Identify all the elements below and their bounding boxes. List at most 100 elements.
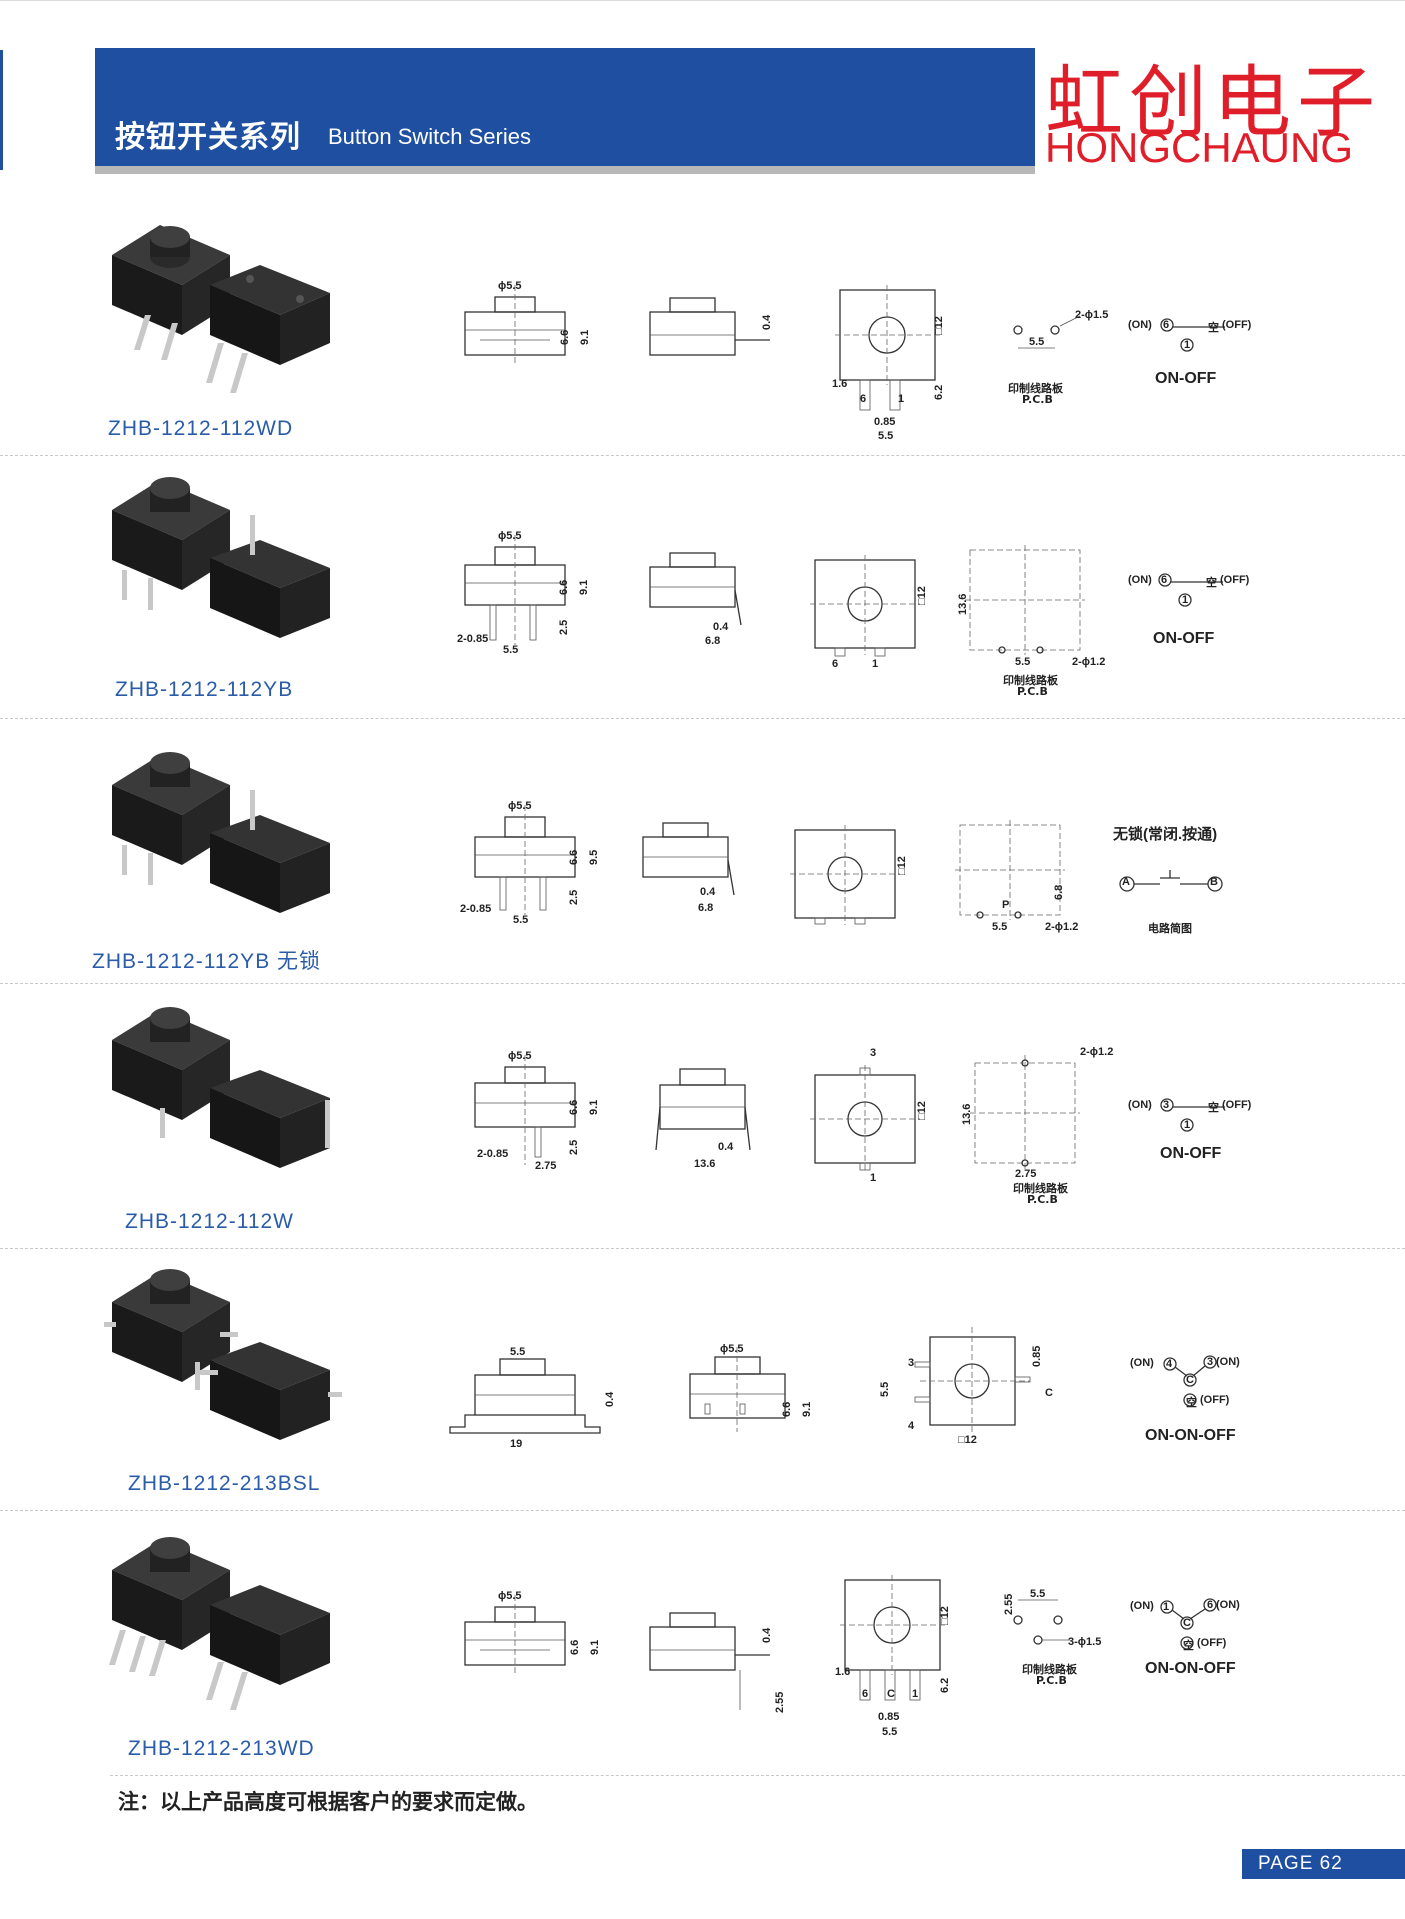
top-view-drawing: □12 <box>810 555 928 657</box>
front-view-drawing: 5.5 0.4 19 <box>449 1346 616 1450</box>
switch-schematic <box>1160 318 1225 352</box>
pin-label: 3 <box>908 1357 915 1369</box>
dim-t2: 0.85 <box>1031 1346 1043 1367</box>
pcb-label-cn: 印制线路板 <box>1003 674 1058 687</box>
switch-schematic <box>1158 573 1223 607</box>
pin-label: 6 <box>862 1688 869 1700</box>
pcb-layout-drawing: 13.6 5.5 2-ϕ1.2 <box>957 545 1105 668</box>
side-view-drawing: 0.4 6.8 <box>642 822 735 914</box>
header-banner <box>95 48 1035 166</box>
front-view-drawing: ϕ5.5 6.6 9.1 2.5 2-0.85 5.5 <box>457 530 590 656</box>
pcb-layout-drawing: 2-ϕ1.2 13.6 2.75 <box>961 1046 1113 1180</box>
row-separator <box>0 718 1405 719</box>
dim-p1: 2.75 <box>535 1160 556 1172</box>
top-view-drawing: □12 <box>790 825 908 925</box>
product-row-1: ZHB-1212-112WD ϕ5.5 6.6 9.1 0.4 □12 1.6 … <box>0 215 1405 455</box>
pin-label: 1 <box>872 658 879 670</box>
product-photo <box>109 1537 330 1710</box>
circuit-type: ON-OFF <box>1155 370 1217 387</box>
row-separator <box>0 1510 1405 1511</box>
circuit-type: ON-ON-OFF <box>1145 1660 1236 1677</box>
dim-thickness: 0.4 <box>700 886 716 898</box>
pcb-layout-drawing: 2-ϕ1.5 5.5 <box>1013 309 1108 349</box>
brand-logo-cn: 虹创电子 <box>1045 58 1382 148</box>
top-view-drawing: □12 1.6 6.2 0.85 5.5 <box>832 285 945 442</box>
on-label: (ON) <box>1130 1600 1154 1612</box>
pcb-label-en: P.C.B <box>1022 393 1053 406</box>
dim-diameter: ϕ5.5 <box>498 530 522 542</box>
pcb-holes: 3-ϕ1.5 <box>1068 1636 1101 1648</box>
dim-diameter: ϕ5.5 <box>498 280 522 292</box>
empty-label: 空 <box>1183 1640 1194 1652</box>
row-separator <box>0 983 1405 984</box>
dim-h1: 6.6 <box>568 1100 580 1115</box>
pin-label: 4 <box>1166 1358 1173 1370</box>
pin-label: 1 <box>870 1172 877 1184</box>
header-banner-shadow <box>95 166 1035 174</box>
pcb-point: P <box>1002 899 1009 911</box>
pin-label: 3 <box>1163 1099 1170 1111</box>
pcb-label-en: P.C.B <box>1027 1193 1058 1206</box>
pin-label: 1 <box>1163 1601 1170 1613</box>
pcb-label-en: P.C.B <box>1036 1674 1067 1687</box>
dim-p1: 5.5 <box>503 644 518 656</box>
pin-label: 6 <box>832 658 839 670</box>
front-view-drawing: ϕ5.5 6.6 9.5 2.5 2-0.85 5.5 <box>460 800 600 926</box>
pin-label: 4 <box>908 1420 915 1432</box>
dim-p4: 5.5 <box>882 1726 897 1738</box>
top-rule <box>0 0 1405 1</box>
dim-width: □12 <box>958 1434 977 1446</box>
pcb-pitch: 2.75 <box>1015 1168 1036 1180</box>
empty-label: 空 <box>1208 1102 1219 1114</box>
row-separator <box>110 1775 1405 1776</box>
product-row-5: ZHB-1212-213BSL 5.5 0.4 19 ϕ5.5 6.6 9.1 … <box>0 1262 1405 1507</box>
product-photo <box>104 1269 342 1440</box>
pin-label: 6 <box>1207 1599 1214 1611</box>
front-view-drawing: ϕ5.5 6.6 9.1 <box>464 280 591 365</box>
series-title-en: Button Switch Series <box>328 124 531 149</box>
pin-label: 1 <box>1184 339 1191 351</box>
front-view-drawing: ϕ5.5 6.6 9.1 2.5 2-0.85 2.75 <box>474 1050 600 1172</box>
pin-label: 6 <box>1161 574 1168 586</box>
product-model: ZHB-1212-213WD <box>128 1737 315 1760</box>
pcb-holes: 2-ϕ1.2 <box>1072 656 1105 668</box>
product-row-3: ZHB-1212-112YB 无锁 ϕ5.5 6.6 9.5 2.5 2-0.8… <box>0 745 1405 980</box>
circuit-type: 无锁(常闭.按通) <box>1113 826 1218 843</box>
dim-d1: 5.5 <box>510 1346 525 1358</box>
dim-width: □12 <box>939 1606 951 1625</box>
dim-p2: 6.2 <box>939 1678 951 1693</box>
pin-label: C <box>1183 1617 1191 1629</box>
top-view-drawing: 5.5 0.85 □12 <box>879 1327 1043 1446</box>
pin-label: C <box>1045 1387 1053 1399</box>
dim-s1: 5.5 <box>879 1382 891 1397</box>
dim-h2: 9.1 <box>588 1100 600 1115</box>
dim-p0: 2-0.85 <box>457 633 488 645</box>
on-label: (ON) <box>1128 574 1152 586</box>
switch-body-right <box>206 265 330 393</box>
dim-h2: 9.1 <box>589 1640 601 1655</box>
pcb-layout-drawing: P 6.8 5.5 2-ϕ1.2 <box>955 820 1078 933</box>
switch-schematic <box>1160 1098 1225 1132</box>
top-view-drawing: □12 <box>810 1065 928 1173</box>
dim-h3: 2.5 <box>568 890 580 905</box>
dim-diameter: ϕ5.5 <box>508 1050 532 1062</box>
empty-label: 空 <box>1186 1397 1197 1409</box>
dim-p1: 1.6 <box>835 1666 850 1678</box>
product-photo <box>112 1007 330 1168</box>
circuit-type: ON-ON-OFF <box>1145 1427 1236 1444</box>
dim-h2: 9.1 <box>578 580 590 595</box>
dim-width: □12 <box>916 1101 928 1120</box>
footer-note: 注：以上产品高度可根据客户的要求而定做。 <box>118 1790 538 1814</box>
pin-label-a: A <box>1122 876 1130 888</box>
circuit-type: ON-OFF <box>1160 1145 1222 1162</box>
dim-h1: 6.6 <box>559 330 571 345</box>
off-label: (OFF) <box>1222 1099 1252 1111</box>
on-label: (ON) <box>1128 319 1152 331</box>
switch-schematic <box>1163 1355 1217 1407</box>
dim-h1: 6.6 <box>568 850 580 865</box>
row-separator <box>0 455 1405 456</box>
product-model: ZHB-1212-112YB 无锁 <box>92 950 322 973</box>
dim-w1: 6.8 <box>698 902 713 914</box>
product-row-4: ZHB-1212-112W ϕ5.5 6.6 9.1 2.5 2-0.85 2.… <box>0 1000 1405 1245</box>
dim-p3: 0.85 <box>878 1711 899 1723</box>
